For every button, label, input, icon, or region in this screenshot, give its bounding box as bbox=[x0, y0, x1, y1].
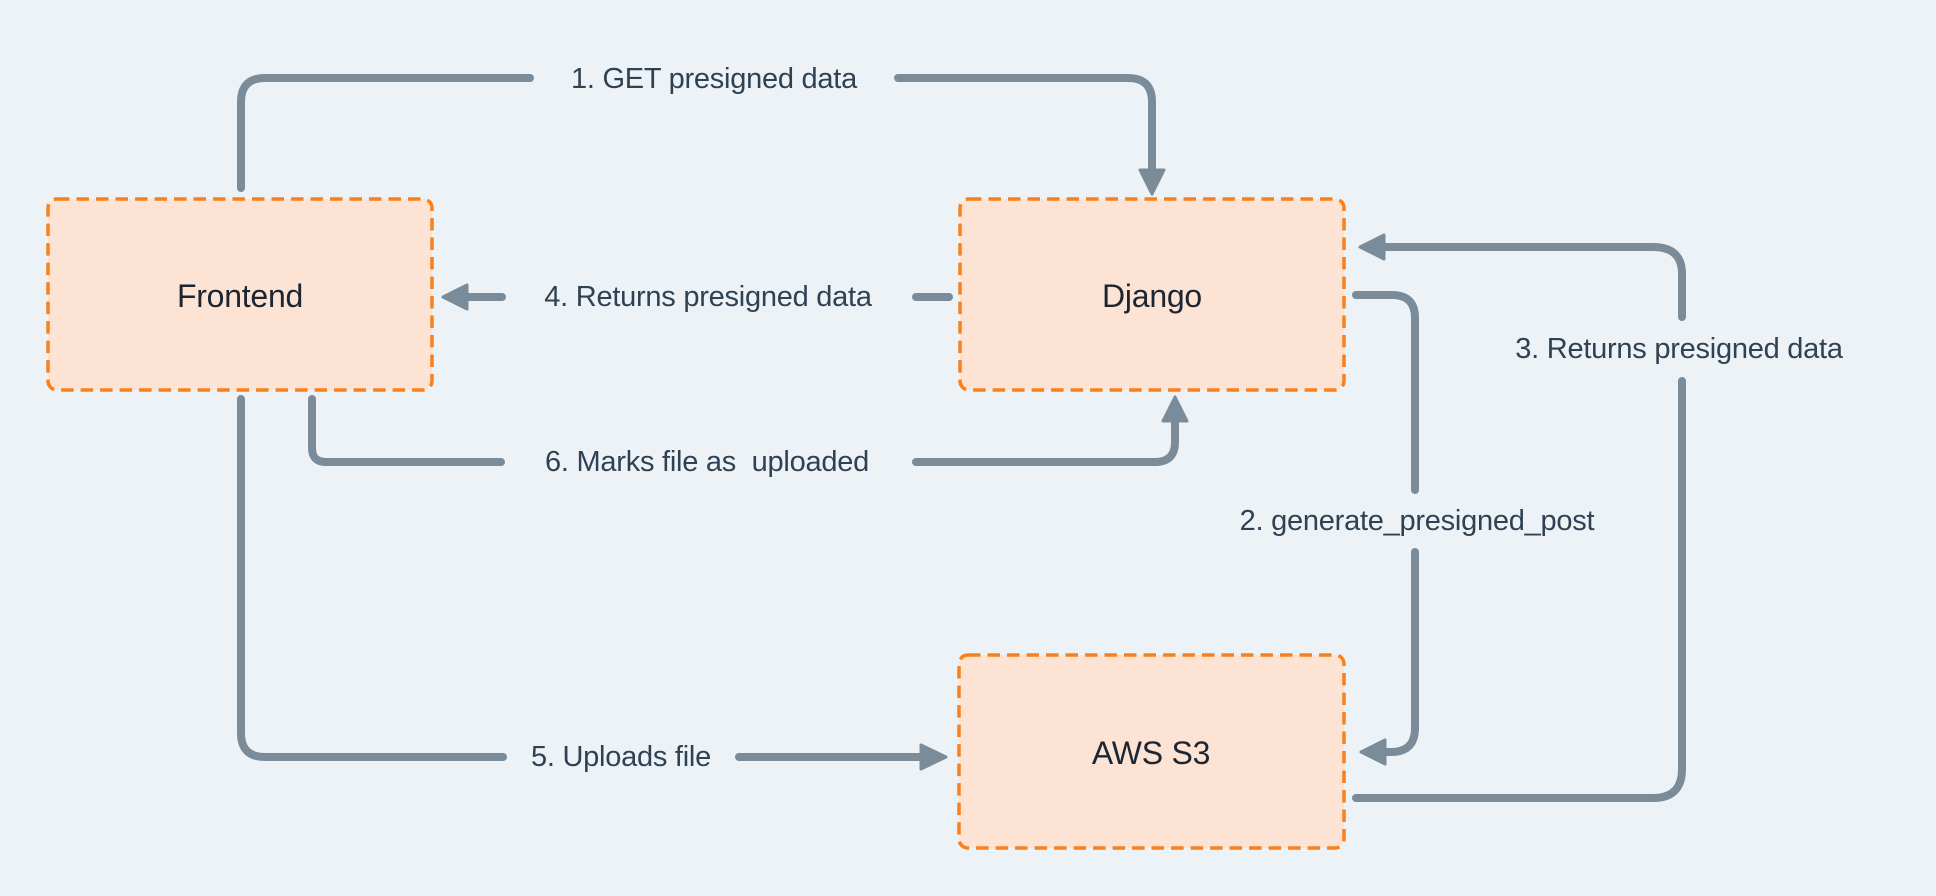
node-django: Django bbox=[958, 197, 1346, 392]
edge-6-line-end bbox=[912, 417, 1179, 466]
edge-1-arrowhead-down-icon bbox=[1138, 168, 1166, 196]
edge-4-arrowhead-left-icon bbox=[441, 283, 469, 311]
edge-4-label: 4. Returns presigned data bbox=[544, 281, 873, 313]
aws-s3-box bbox=[957, 653, 1346, 850]
edge-5-label: 5. Uploads file bbox=[531, 741, 711, 773]
edge-5-line-start bbox=[237, 395, 507, 761]
edge-2-line-start bbox=[1352, 291, 1419, 494]
edge-6-marks-file-uploaded: 6. Marks file as uploaded bbox=[308, 395, 1189, 481]
edge-5-arrowhead-right-icon bbox=[919, 743, 948, 771]
edge-6-label: 6. Marks file as uploaded bbox=[545, 446, 869, 478]
edge-5-uploads-file: 5. Uploads file bbox=[237, 395, 948, 776]
edge-6-line-start bbox=[308, 395, 505, 466]
edge-1-line-start bbox=[237, 74, 534, 192]
node-aws-s3: AWS S3 bbox=[957, 653, 1346, 850]
edge-4-returns-presigned-data: 4. Returns presigned data bbox=[441, 278, 953, 316]
edge-3-line-start bbox=[1352, 377, 1686, 802]
aws-s3-label: AWS S3 bbox=[1092, 735, 1210, 771]
edge-3-arrowhead-left-icon bbox=[1358, 233, 1386, 261]
edge-2-generate-presigned-post: 2. generate_presigned_post bbox=[1237, 291, 1598, 766]
django-label: Django bbox=[1102, 278, 1202, 314]
edge-1-label: 1. GET presigned data bbox=[571, 63, 858, 95]
edge-2-line-end bbox=[1382, 548, 1419, 756]
edge-2-label: 2. generate_presigned_post bbox=[1240, 505, 1595, 537]
node-frontend: Frontend bbox=[46, 197, 434, 392]
edge-2-arrowhead-left-icon bbox=[1359, 738, 1387, 766]
edge-3-line-end bbox=[1381, 243, 1686, 321]
edge-6-arrowhead-up-icon bbox=[1161, 395, 1189, 423]
edge-3-label: 3. Returns presigned data bbox=[1515, 333, 1844, 365]
edge-1-get-presigned-data: 1. GET presigned data bbox=[237, 60, 1166, 196]
edge-1-line-end bbox=[894, 74, 1156, 174]
edge-3-returns-presigned-data: 3. Returns presigned data bbox=[1352, 233, 1847, 802]
frontend-label: Frontend bbox=[177, 278, 303, 314]
frontend-box bbox=[46, 197, 434, 392]
django-box bbox=[958, 197, 1346, 392]
